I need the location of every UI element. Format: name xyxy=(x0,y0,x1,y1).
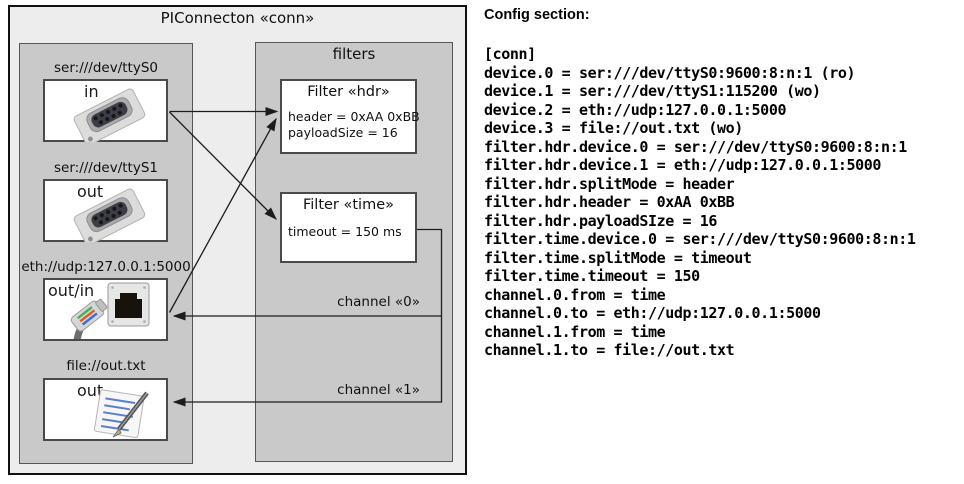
filter-hdr-prop-payloadsize: payloadSize = 16 xyxy=(288,124,398,140)
device-direction: out/in xyxy=(48,281,95,300)
config-line: filter.time.timeout = 150 xyxy=(484,267,700,285)
filter-hdr-title: Filter «hdr» xyxy=(307,84,390,100)
device-direction: out xyxy=(77,381,104,400)
device-label-ttyS1: ser:///dev/ttyS1 xyxy=(54,160,158,176)
filter-time-title: Filter «time» xyxy=(302,197,395,213)
device-label-file: file://out.txt xyxy=(66,358,146,374)
config-line: filter.hdr.payloadSIze = 16 xyxy=(484,211,718,230)
config-line: filter.hdr.device.1 = eth://udp:127.0.0.… xyxy=(484,156,882,174)
config-line: filter.hdr.splitMode = header xyxy=(484,174,735,193)
config-line: device.2 = eth://udp:127.0.0.1:5000 xyxy=(484,100,787,119)
channel-1-label: channel «1» xyxy=(337,382,420,398)
device-direction: out xyxy=(77,182,104,201)
channel-0-label: channel «0» xyxy=(337,294,420,310)
device-box-ttyS1: out xyxy=(43,179,168,242)
config-line: device.0 = ser:///dev/ttyS0:9600:8:n:1 (… xyxy=(484,63,856,82)
config-section: Config section: [conn] device.0 = ser://… xyxy=(484,7,962,359)
config-line: filter.hdr.header = 0xAA 0xBB xyxy=(484,193,735,211)
config-line: device.3 = file://out.txt (wo) xyxy=(484,119,743,137)
device-box-eth: out/in xyxy=(43,278,168,341)
config-line: channel.1.from = time xyxy=(484,322,666,341)
file-note-icon xyxy=(93,389,149,439)
config-line: channel.1.to = file://out.txt xyxy=(484,341,735,359)
config-heading: Config section: xyxy=(484,7,590,23)
device-box-file: out xyxy=(43,378,168,441)
filter-hdr-box: Filter «hdr» header = 0xAA 0xBB payloadS… xyxy=(280,79,420,154)
serial-connector-icon xyxy=(73,188,146,242)
device-label-ttyS0: ser:///dev/ttyS0 xyxy=(54,60,158,76)
filters-panel-title: filters xyxy=(332,45,376,63)
config-line: filter.time.splitMode = timeout xyxy=(484,248,752,267)
device-box-ttyS0: in xyxy=(43,79,168,142)
device-label-eth: eth://udp:127.0.0.1:5000 xyxy=(21,259,191,275)
filter-time-box: Filter «time» timeout = 150 ms xyxy=(280,192,417,263)
config-line: device.1 = ser:///dev/ttyS1:115200 (wo) xyxy=(484,82,821,100)
diagram-title: PIConnecton «conn» xyxy=(160,9,315,27)
config-line: channel.0.from = time xyxy=(484,285,666,304)
config-lines: [conn] device.0 = ser:///dev/ttyS0:9600:… xyxy=(484,45,962,360)
config-line: [conn] xyxy=(484,45,536,63)
config-line: filter.hdr.device.0 = ser:///dev/ttyS0:9… xyxy=(484,137,907,156)
serial-connector-icon xyxy=(73,88,146,142)
config-line: channel.0.to = eth://udp:127.0.0.1:5000 xyxy=(484,304,821,322)
config-line: filter.time.device.0 = ser:///dev/ttyS0:… xyxy=(484,230,916,248)
filter-hdr-prop-header: header = 0xAA 0xBB xyxy=(288,109,420,124)
ethernet-icon xyxy=(70,282,150,339)
filter-time-prop-timeout: timeout = 150 ms xyxy=(288,224,402,239)
device-direction: in xyxy=(84,82,99,101)
